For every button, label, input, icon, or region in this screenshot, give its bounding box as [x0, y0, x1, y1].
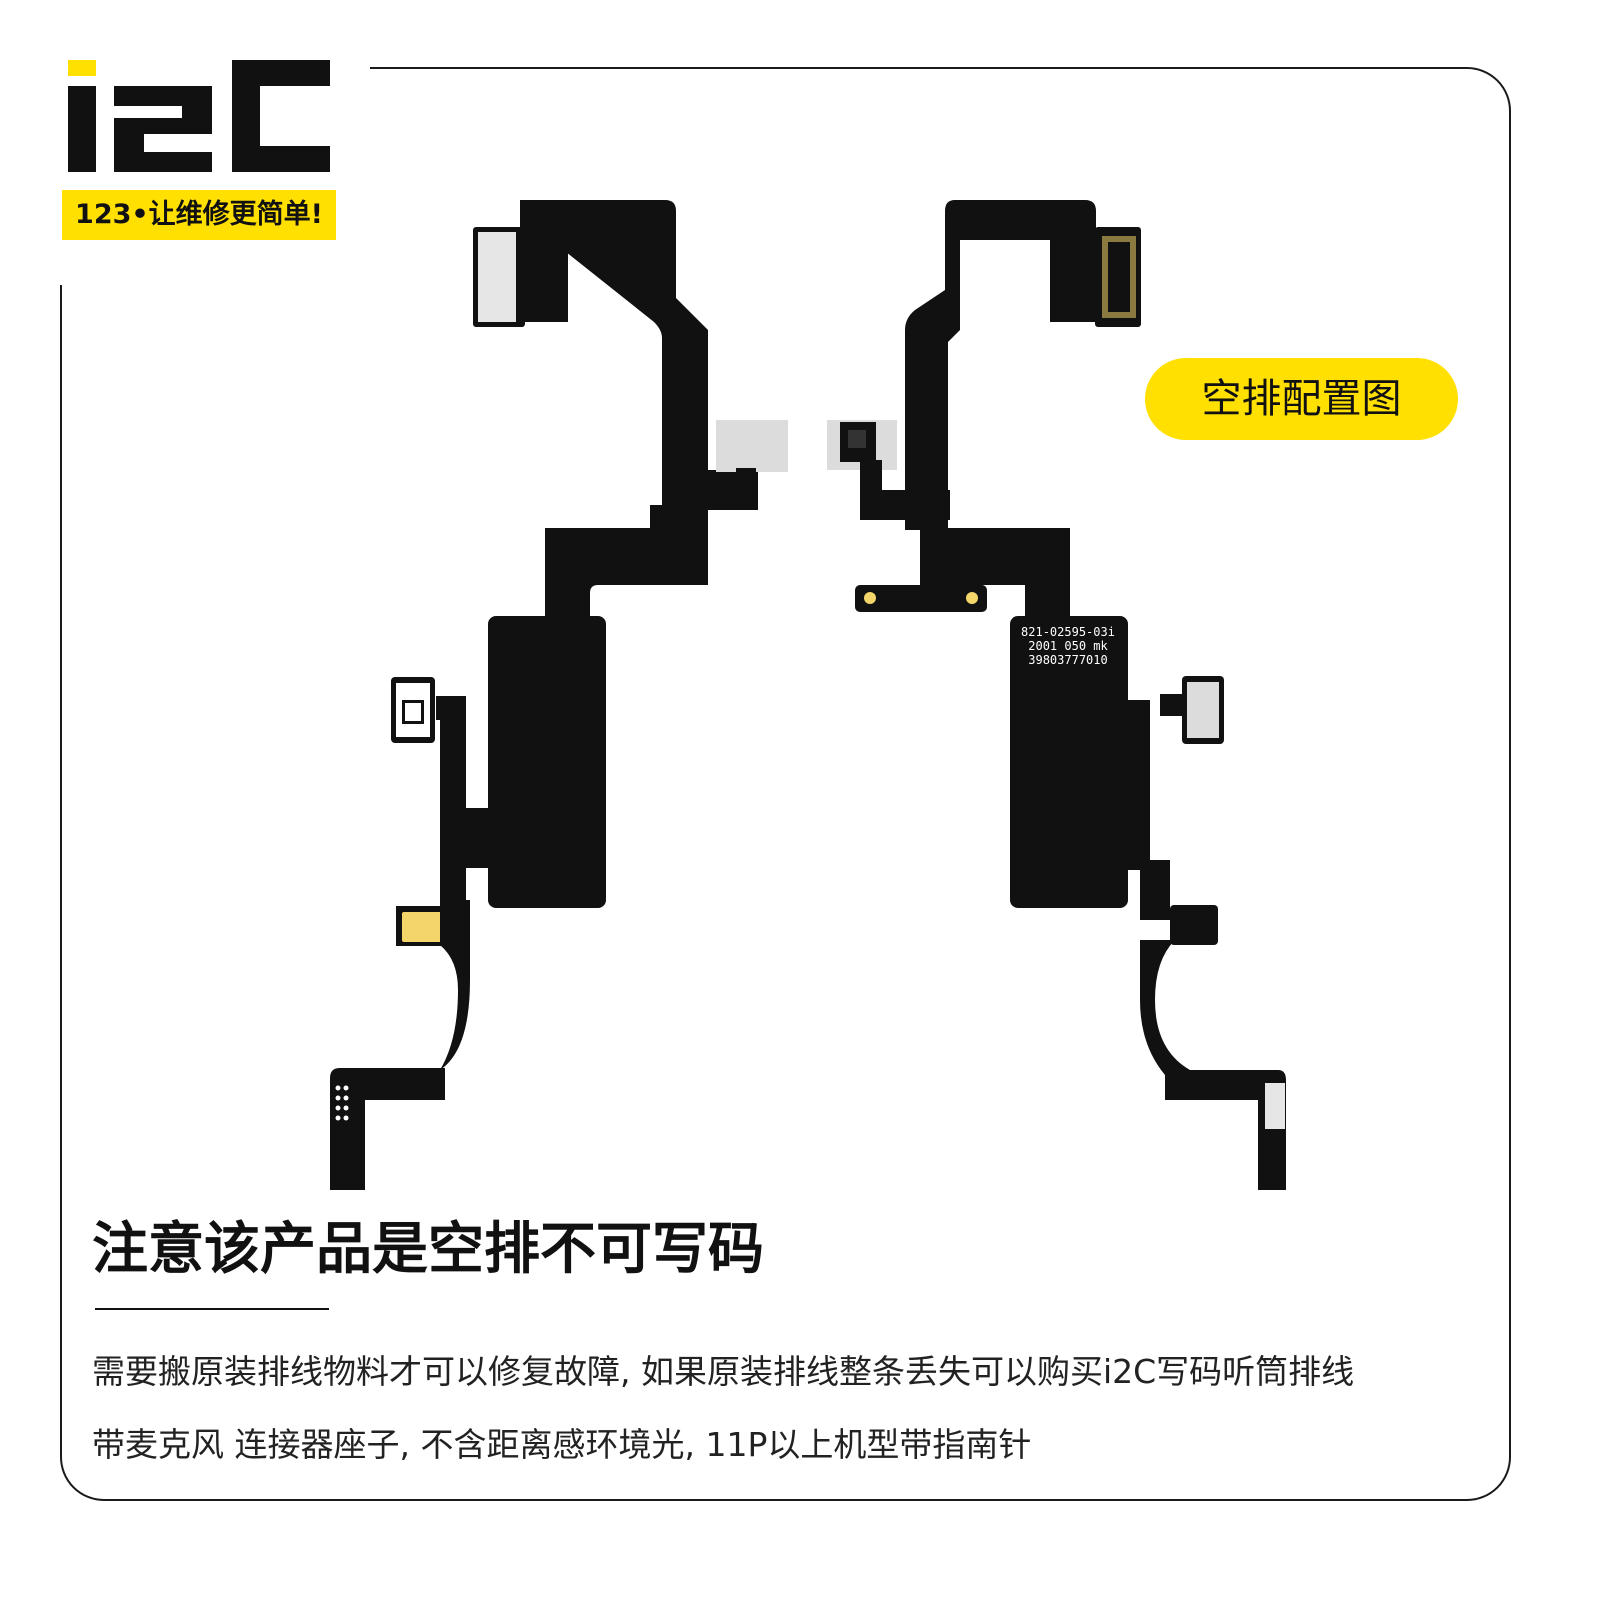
i2c-logo: [68, 60, 330, 172]
part-label-line-3: 39803777010: [1028, 653, 1107, 667]
right-flex-cable: [827, 200, 1286, 1190]
config-diagram-badge: 空排配置图: [1145, 358, 1458, 440]
part-label-line-2: 2001 050 mk: [1028, 639, 1108, 653]
notice-description-line-1: 需要搬原装排线物料才可以修复故障, 如果原装排线整条丢失可以购买i2C写码听筒排…: [92, 1352, 1355, 1391]
brand-slogan: 123•让维修更简单!: [62, 190, 336, 240]
notice-description-line-2: 带麦克风 连接器座子, 不含距离感环境光, 11P以上机型带指南针: [92, 1425, 1032, 1464]
headline-underline: [95, 1308, 329, 1310]
part-label-line-1: 821-02595-03i: [1021, 625, 1115, 639]
part-label: 821-02595-03i 2001 050 mk 39803777010: [1021, 625, 1115, 667]
left-flex-cable: [330, 200, 788, 1190]
notice-headline: 注意该产品是空排不可写码: [92, 1217, 764, 1282]
content-frame: [60, 67, 1511, 1501]
